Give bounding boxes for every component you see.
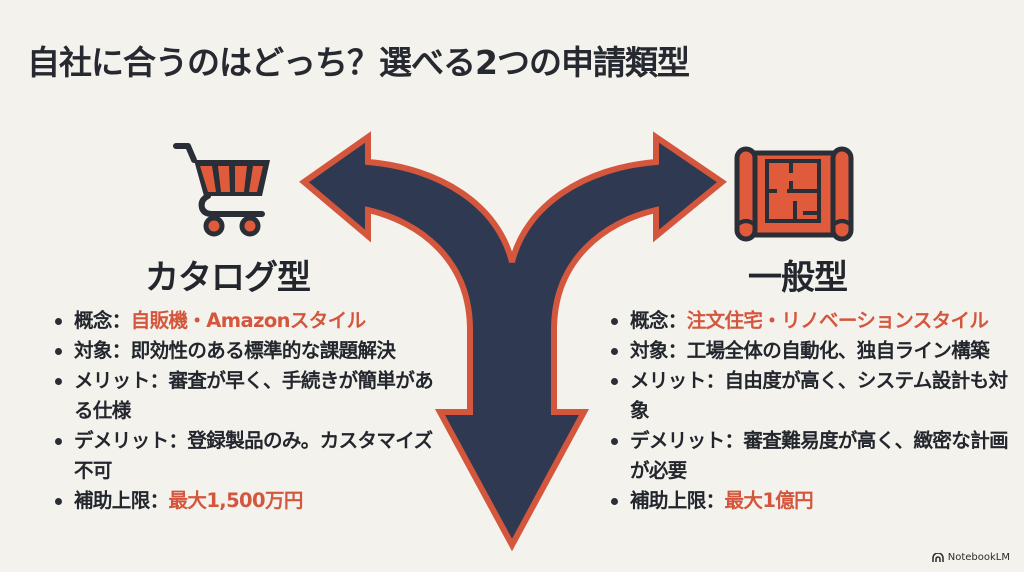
list-item-merit: メリット：審査が早く、手続きが簡単がある仕様 [52,366,442,426]
list-item-concept: 概念：注文住宅・リノベーションスタイル [608,306,1008,336]
general-type-heading: 一般型 [748,258,848,298]
list-item-merit: メリット：自由度が高く、システム設計も対象 [608,366,1008,426]
blueprint-scroll-icon [734,146,854,242]
list-item-concept: 概念：自販機・Amazonスタイル [52,306,442,336]
brand-name: NotebookLM [947,552,1010,563]
list-item-target: 対象：工場全体の自動化、独自ライン構築 [608,336,1008,366]
notebooklm-logo-icon [932,552,944,562]
list-item-subsidy-limit: 補助上限：最大1,500万円 [52,486,442,516]
list-item-demerit: デメリット：登録製品のみ。カスタマイズ不可 [52,426,442,486]
notebooklm-watermark: NotebookLM [932,552,1010,563]
catalog-type-details: 概念：自販機・Amazonスタイル 対象：即効性のある標準的な課題解決 メリット… [52,306,442,516]
list-item-demerit: デメリット：審査難易度が高く、緻密な計画が必要 [608,426,1009,486]
general-type-details: 概念：注文住宅・リノベーションスタイル 対象：工場全体の自動化、独自ライン構築 … [608,306,1009,516]
list-item-target: 対象：即効性のある標準的な課題解決 [52,336,442,366]
list-item-subsidy-limit: 補助上限：最大1億円 [608,486,1008,516]
catalog-type-heading: カタログ型 [145,258,311,298]
page-title: 自社に合うのはどっち？選べる2つの申請類型 [27,43,690,82]
branching-arrow-shape [299,131,728,552]
shopping-cart-icon [173,143,270,237]
